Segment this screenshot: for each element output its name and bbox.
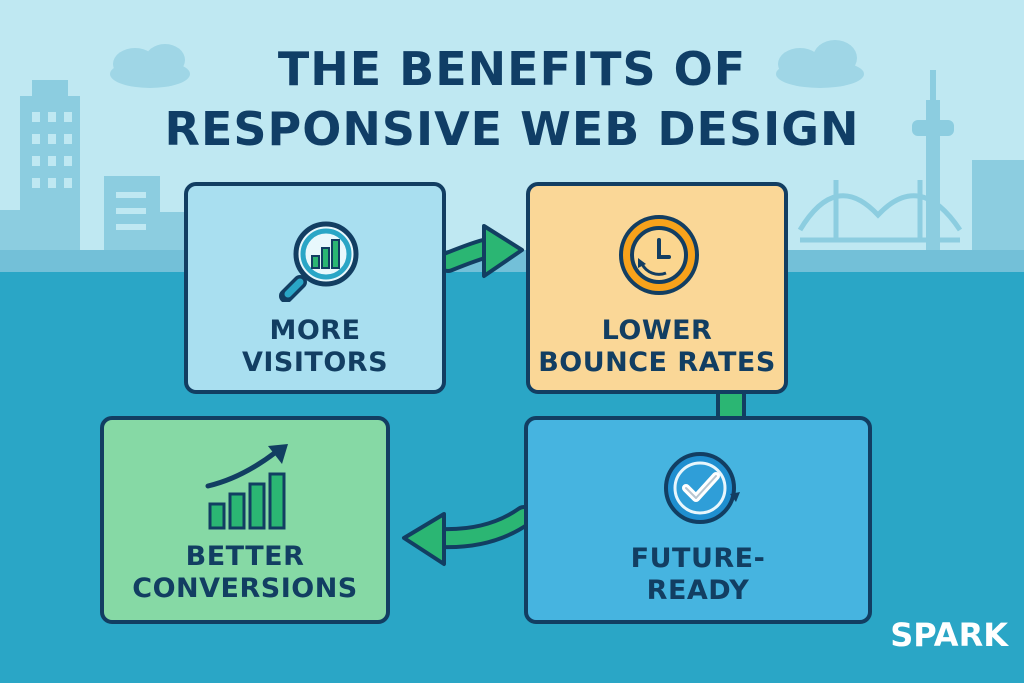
card-label-line: MORE <box>269 315 361 346</box>
card-more-visitors: MORE VISITORS <box>184 182 446 394</box>
check-circle-icon <box>664 452 740 524</box>
magnifier-bar-chart-icon <box>279 221 359 302</box>
growth-chart-icon <box>205 444 288 530</box>
card-label-line: LOWER <box>601 315 713 346</box>
title-line-1: THE BENEFITS OF <box>277 42 747 96</box>
card-label-line: READY <box>646 575 750 606</box>
title-line-2: RESPONSIVE WEB DESIGN <box>164 102 860 156</box>
card-label-line: CONVERSIONS <box>132 573 358 604</box>
card-label-line: BETTER <box>185 541 305 572</box>
card-lower-bounce-rates: LOWER BOUNCE RATES <box>526 182 788 394</box>
card-label-line: BOUNCE RATES <box>538 347 776 378</box>
card-future-ready: FUTURE- READY <box>524 416 872 624</box>
arrow-right-icon <box>437 224 524 278</box>
cloud-icon <box>110 40 864 88</box>
brand-logo: SPARK <box>890 616 1008 654</box>
arrow-left-icon <box>402 505 535 566</box>
card-label-line: FUTURE- <box>630 543 766 574</box>
card-label-line: VISITORS <box>241 347 389 378</box>
clock-refresh-icon <box>619 215 699 295</box>
card-better-conversions: BETTER CONVERSIONS <box>100 416 390 624</box>
